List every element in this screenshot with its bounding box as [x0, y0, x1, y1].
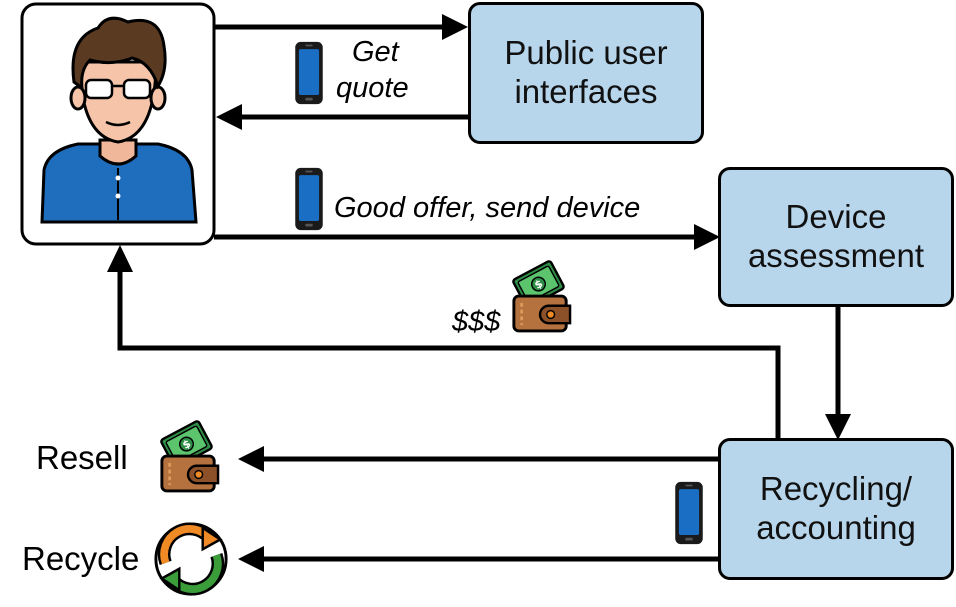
- get-quote-label: Get quote: [336, 34, 409, 106]
- phone-icon: [295, 41, 323, 105]
- recycling-line1: Recycling/: [759, 470, 913, 508]
- arrowhead-user-payment: [107, 245, 133, 272]
- arrow-payment-to-user: [117, 270, 781, 438]
- arrowhead-device-assessment: [694, 224, 720, 250]
- public-user-interfaces-box: Public user interfaces: [468, 2, 704, 144]
- arrowhead-recycling: [825, 414, 851, 440]
- recycling-accounting-box: Recycling/ accounting: [718, 438, 954, 580]
- user-avatar-icon: [40, 16, 198, 224]
- device-assessment-box: Device assessment: [718, 167, 954, 307]
- wallet-money-icon: [158, 420, 220, 493]
- good-offer-label: Good offer, send device: [334, 192, 641, 224]
- payment-label: $$$: [452, 306, 501, 338]
- phone-icon: [675, 481, 703, 545]
- arrowhead-resell: [238, 446, 264, 472]
- recycling-line2: accounting: [756, 509, 916, 546]
- get-quote-line2: quote: [336, 72, 409, 104]
- device-assessment-line2: assessment: [747, 237, 925, 274]
- arrowhead-recycle: [238, 546, 264, 572]
- recycle-label: Recycle: [22, 540, 140, 577]
- wallet-money-icon: [510, 260, 572, 333]
- public-ui-line1: Public user: [504, 34, 668, 72]
- phone-icon: [295, 167, 323, 231]
- recycle-arrows-icon: [156, 524, 226, 594]
- arrowhead-public-ui: [442, 14, 468, 40]
- device-assessment-line1: Device: [785, 198, 887, 236]
- public-ui-line2: interfaces: [514, 73, 658, 110]
- arrowhead-user-from-public: [216, 104, 242, 130]
- resell-label: Resell: [36, 439, 128, 476]
- get-quote-line1: Get: [352, 36, 399, 68]
